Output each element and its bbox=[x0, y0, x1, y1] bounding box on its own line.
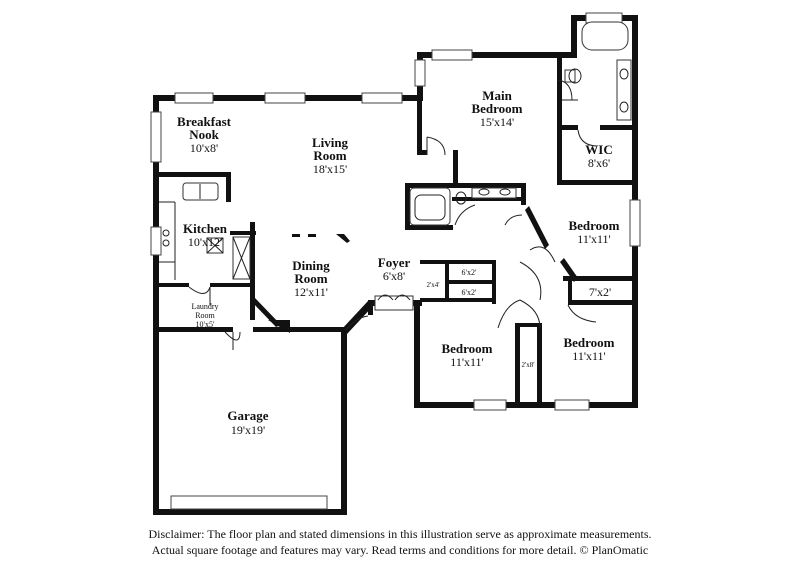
room-labels: Breakfast Nook 10'x8' Living Room 18'x15… bbox=[177, 88, 620, 437]
kitchen-name: Kitchen bbox=[183, 221, 228, 236]
bathtub bbox=[581, 21, 629, 51]
laundry-room-size: 10'x5' bbox=[196, 320, 215, 329]
breakfast-nook-name-line1: Breakfast bbox=[177, 114, 232, 129]
hall-bathtub bbox=[409, 187, 451, 226]
living-room-name-line1: Living bbox=[312, 135, 349, 150]
bedroom-southwest-name: Bedroom bbox=[441, 341, 492, 356]
windows bbox=[150, 12, 641, 510]
bedroom-southeast-name: Bedroom bbox=[563, 335, 614, 350]
wic-name: WIC bbox=[585, 142, 612, 157]
bedroom-southeast-size: 11'x11' bbox=[572, 349, 605, 363]
dining-room-size: 12'x11' bbox=[294, 285, 328, 299]
interior-walls bbox=[159, 52, 638, 408]
bedroom-east-size: 11'x11' bbox=[577, 232, 610, 246]
laundry-room-name-line2: Room bbox=[195, 311, 215, 320]
wic-size: 8'x6' bbox=[588, 156, 610, 170]
living-room-size: 18'x15' bbox=[313, 162, 347, 176]
closet-c-size: 2'x4' bbox=[426, 281, 439, 289]
garage-size: 19'x19' bbox=[231, 423, 265, 437]
closet-b-size: 6'x2' bbox=[462, 288, 477, 297]
garage-name: Garage bbox=[227, 408, 268, 423]
closet-a-size: 6'x2' bbox=[462, 268, 477, 277]
breakfast-nook-name-line2: Nook bbox=[189, 127, 219, 142]
disclaimer-line-1: Disclaimer: The floor plan and stated di… bbox=[148, 527, 652, 541]
fixtures bbox=[159, 21, 632, 350]
closet-d-size: 2'x8' bbox=[521, 361, 534, 369]
living-room-name-line2: Room bbox=[313, 148, 346, 163]
disclaimer-line-2: Actual square footage and features may v… bbox=[151, 543, 649, 557]
disclaimer: Disclaimer: The floor plan and stated di… bbox=[0, 526, 800, 558]
laundry-room-name-line1: Laundry bbox=[191, 302, 218, 311]
main-bedroom-name-line2: Bedroom bbox=[471, 101, 522, 116]
foyer-name: Foyer bbox=[378, 255, 411, 270]
breakfast-nook-size: 10'x8' bbox=[190, 141, 218, 155]
floor-plan: Breakfast Nook 10'x8' Living Room 18'x15… bbox=[150, 12, 641, 515]
main-bedroom-size: 15'x14' bbox=[480, 115, 514, 129]
closet-east-size: 7'x2' bbox=[589, 285, 611, 299]
dining-room-name-line1: Dining bbox=[292, 258, 330, 273]
dining-room-name-line2: Room bbox=[294, 271, 327, 286]
main-bedroom-name-line1: Main bbox=[482, 88, 512, 103]
kitchen-size: 10'x12' bbox=[188, 235, 222, 249]
bedroom-southwest-size: 11'x11' bbox=[450, 355, 483, 369]
foyer-size: 6'x8' bbox=[383, 269, 405, 283]
bedroom-east-name: Bedroom bbox=[568, 218, 619, 233]
